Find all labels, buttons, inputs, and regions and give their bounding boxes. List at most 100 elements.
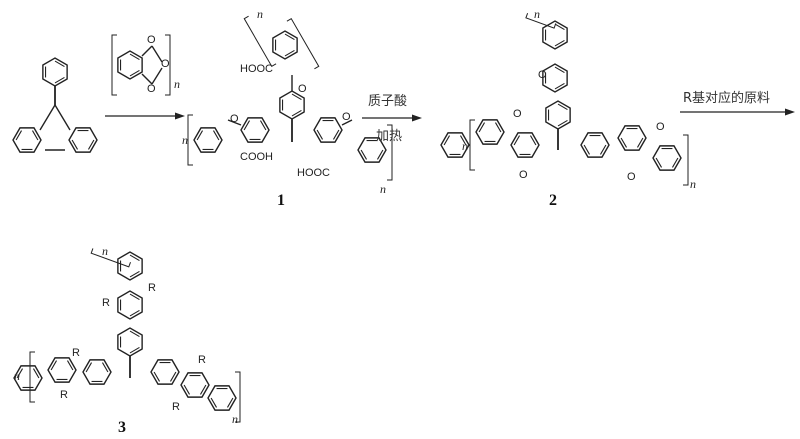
c3-r-5: R	[198, 354, 206, 366]
c2-right-ring-1	[580, 132, 610, 158]
reagent-benzene-ring	[117, 50, 143, 80]
c2-left-ring-2-double-bond	[494, 122, 502, 133]
reagent-benzene-ring-double-bond	[129, 53, 140, 61]
step2-reagent: 质子酸	[368, 94, 408, 109]
reagent-oxygen-3: O	[147, 83, 156, 95]
triptycene-bond	[39, 104, 56, 131]
c3-left-ring-2	[47, 357, 77, 383]
c3-top-ring-2	[117, 290, 143, 320]
c1-oxygen-right: O	[342, 111, 351, 123]
triptycene-left-ring	[12, 127, 42, 153]
c1-acid-left: COOH	[240, 151, 273, 163]
c1-aryl-left-ring	[193, 127, 223, 153]
c1-aryl-top-ring-double-bond	[284, 33, 295, 41]
c2-left-ring-1-double-bond	[513, 135, 521, 146]
c2-top-ring-2-double-bond	[554, 66, 565, 74]
c3-top-ring-2-double-bond	[129, 309, 140, 317]
c2-left-ring-3-double-bond	[443, 135, 451, 146]
anhydride-bond	[151, 67, 163, 85]
anhydride-bond	[141, 45, 153, 57]
c2-right-ring-2-double-bond	[636, 137, 644, 148]
triptycene-top-ring-double-bond	[54, 76, 65, 84]
c1-carbonyl-right	[341, 119, 353, 126]
c3-left-ring-3-double-bond	[32, 368, 40, 379]
c2-repeat-top: n	[534, 7, 540, 21]
c3-left-ring-1	[82, 359, 112, 385]
c2-core-ring	[545, 100, 571, 130]
c2-left-ring-3-double-bond	[459, 135, 467, 146]
c3-right-ring-1-double-bond	[169, 371, 177, 382]
c3-right-ring-2-double-bond	[199, 384, 207, 395]
c1-aryl-right-ring	[357, 137, 387, 163]
step2-condition: 加热	[376, 129, 403, 144]
c1-core-left-ring-double-bond	[243, 120, 251, 131]
c2-right-ring-2-double-bond	[620, 137, 628, 148]
c2-top-ring-2	[542, 63, 568, 93]
reagent-oxygen-1: O	[147, 34, 156, 46]
reagent-oxygen-2: O	[161, 58, 170, 70]
c2-repeat-right: n	[690, 177, 696, 191]
c1-bracket-top	[243, 15, 277, 67]
step3-arrow-head	[785, 108, 795, 116]
c1-core-left-ring	[240, 117, 270, 143]
c1-repeat-left: n	[182, 133, 188, 147]
c1-bracket-left	[187, 114, 193, 166]
c1-aryl-left-ring-double-bond	[212, 130, 220, 141]
reagent-bracket-left	[111, 34, 117, 96]
c2-bracket-top	[525, 13, 557, 29]
anhydride-bond	[151, 45, 163, 63]
c2-top-ring-2-double-bond	[554, 82, 565, 90]
c1-core-right-ring-double-bond	[316, 129, 324, 140]
c1-oxygen-left: O	[230, 113, 239, 125]
c1-core-left-ring-double-bond	[259, 120, 267, 131]
c2-top-ring-3-double-bond	[554, 23, 565, 31]
step1-arrow-head	[175, 112, 185, 120]
c3-right-ring-1	[150, 359, 180, 385]
c3-bracket-left	[29, 351, 35, 403]
c2-oxygen-3: O	[519, 169, 528, 181]
c3-left-ring-2-double-bond	[50, 360, 58, 371]
c2-right-ring-2	[617, 125, 647, 151]
c1-aryl-top-ring-double-bond	[284, 49, 295, 57]
compound-1-label: 1	[277, 192, 285, 209]
c2-right-ring-3	[652, 145, 682, 171]
c1-aryl-right-ring-double-bond	[376, 149, 384, 160]
compound-2-label: 2	[549, 192, 557, 209]
c3-left-ring-3	[13, 365, 43, 391]
reagent-benzene-ring-double-bond	[129, 69, 140, 77]
c3-bracket-right	[235, 371, 241, 423]
anhydride-bond	[141, 73, 153, 85]
c1-repeat-top: n	[257, 7, 263, 21]
step3-reagent: R基对应的原料	[683, 91, 771, 106]
triptycene-top-ring	[42, 57, 68, 87]
c1-acid-right: HOOC	[297, 167, 330, 179]
c2-left-ring-2	[475, 119, 505, 145]
c1-oxygen-top: O	[298, 83, 307, 95]
c2-left-ring-2-double-bond	[478, 122, 486, 133]
c3-r-3: R	[72, 347, 80, 359]
c1-core-top-ring-double-bond	[291, 93, 302, 101]
c3-core-ring-double-bond	[129, 346, 140, 354]
c2-top-ring-3-double-bond	[554, 39, 565, 47]
c3-left-ring-2-double-bond	[66, 360, 74, 371]
c3-right-ring-2-double-bond	[183, 384, 191, 395]
c3-top-ring-3-double-bond	[129, 254, 140, 262]
c3-repeat-right: n	[232, 412, 238, 426]
c1-aryl-left-ring-double-bond	[196, 130, 204, 141]
c3-left-ring-3-double-bond	[16, 368, 24, 379]
c2-core-ring-double-bond	[557, 119, 568, 127]
c3-left-ring-1-double-bond	[85, 362, 93, 373]
c3-r-2: R	[148, 282, 156, 294]
c1-aryl-top-ring	[272, 30, 298, 60]
c2-oxygen-4: O	[656, 121, 665, 133]
c1-core-top-ring-double-bond	[291, 109, 302, 117]
c3-core-ring	[117, 327, 143, 357]
c3-r-4: R	[60, 389, 68, 401]
c3-top-ring-2-double-bond	[129, 293, 140, 301]
c3-repeat-left: n	[14, 369, 20, 383]
c2-repeat-left: n	[462, 139, 468, 153]
c3-repeat-top: n	[102, 244, 108, 258]
triptycene-left-ring-double-bond	[15, 130, 23, 141]
c2-core-ring-double-bond	[557, 103, 568, 111]
c3-right-ring-3	[207, 385, 237, 411]
